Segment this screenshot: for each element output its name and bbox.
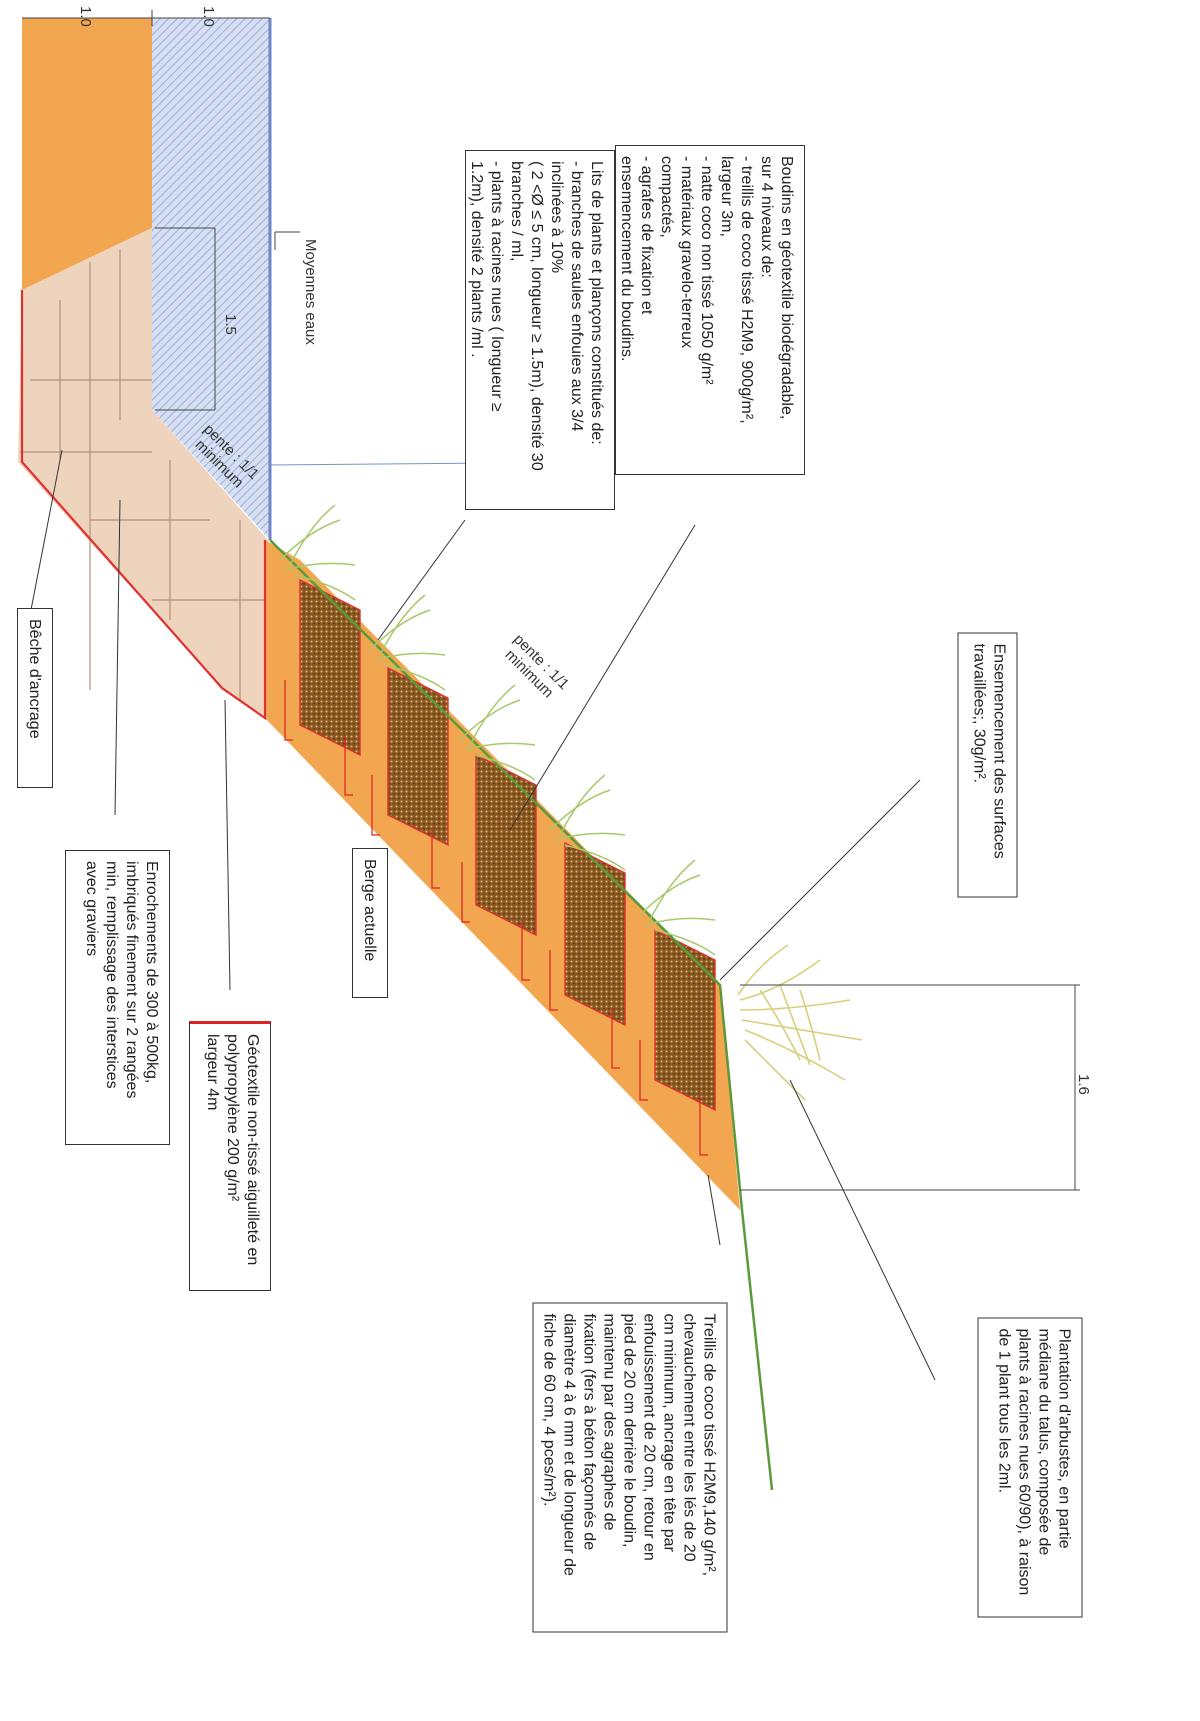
dimension-d1: 1.0 <box>77 6 94 27</box>
boudins-line: largeur 3m, <box>718 156 735 237</box>
dimension-d4: 1.6 <box>1075 1074 1092 1095</box>
geotextile-line-text: Géotextile non-tissé aiguilleté en <box>244 1034 261 1266</box>
enrochements-line: imbriqués finement sur 2 rangées <box>123 861 140 1099</box>
willow-shrubs <box>279 504 716 956</box>
grass-line <box>269 539 774 1491</box>
lits-line: - plants à racines nues ( longueur ≥ <box>488 161 505 412</box>
label-moyennes-eaux: Moyennes eaux <box>302 239 319 345</box>
enrochements-line: avec graviers <box>83 861 100 957</box>
treillis-line: enfouissement de 20 cm, retour en <box>640 1313 658 1561</box>
box-enrochements: Enrochements de 300 à 500kg, imbriqués f… <box>65 850 170 1145</box>
treillis-line: Treillis de coco tissé H2M9,140 g/m², <box>700 1313 718 1577</box>
geotextile-line-text: largeur 4m <box>204 1034 221 1111</box>
boudins-line: - agrafes de fixation et <box>638 156 655 315</box>
dimension-d3: 1.5 <box>222 314 239 335</box>
boudins-line: sur 4 niveaux de: <box>758 156 775 278</box>
fixation-stakes <box>284 680 708 1156</box>
lits-line: ( 2 <Ø ≤ 5 cm, longueur ≥ 1.5m), densité… <box>528 161 545 471</box>
geotextile-line <box>20 290 267 721</box>
plantation-line: plants à racines nues 60/90), à raison <box>1015 1328 1033 1596</box>
box-lits: Lits de plants et plançons constitués de… <box>465 150 615 510</box>
boudins-line: - natte coco non tissé 1050 g/m² <box>698 156 715 385</box>
lits-line: inclinées à 10% <box>548 161 565 274</box>
soil-upper-left <box>22 18 152 290</box>
ensemencement-line: Ensemencement des surfaces <box>990 643 1008 859</box>
box-berge: Berge actuelle <box>352 848 388 998</box>
boudins <box>299 578 716 1112</box>
beche-line: Bêche d'ancrage <box>26 619 43 739</box>
box-beche: Bêche d'ancrage <box>17 608 53 788</box>
plantation-line: de 1 plant tous les 2ml. <box>995 1328 1013 1494</box>
box-plantation: Plantation d'arbustes, en partie médiane… <box>977 1317 1083 1618</box>
treillis-line: pied de 20 cm derrière le boudin, <box>620 1313 638 1548</box>
enrochements-line: min, remplissage des interstices <box>103 861 120 1089</box>
treillis-line: chevauchement entre les lés de 20 <box>680 1313 698 1562</box>
box-treillis: Treillis de coco tissé H2M9,140 g/m², ch… <box>532 1302 728 1633</box>
lits-line: 1.2m), densité 2 plants /ml . <box>468 161 485 358</box>
boudins-line: compactés, <box>658 156 675 238</box>
ensemencement-line: travaillées;, 30g/m². <box>970 643 988 784</box>
box-ensemencement: Ensemencement des surfaces travaillées;,… <box>957 632 1018 898</box>
shrub-roots <box>737 944 863 1101</box>
treillis-line: diamètre 4 à 6 mm et de longueur de <box>560 1313 578 1576</box>
boudins-line: Boudins en géotextile biodégradable, <box>778 156 795 420</box>
boudins-line: - treillis de coco tissé H2M9, 900g/m², <box>738 156 755 424</box>
lits-line: - branches de saules enfouies aux 3/4 <box>568 161 585 432</box>
box-boudins: Boudins en géotextile biodégradable, sur… <box>615 145 805 475</box>
rock-enrochement <box>18 228 268 718</box>
treillis-line: fiche de 60 cm, 4 pces/m²). <box>540 1313 558 1507</box>
plantation-line: médiane du talus, composée de <box>1035 1328 1053 1556</box>
dimension-lines <box>22 10 1080 1191</box>
plantation-line: Plantation d'arbustes, en partie <box>1055 1328 1073 1549</box>
lits-line: Lits de plants et plançons constitués de… <box>588 161 605 445</box>
dimension-d2: 1.0 <box>200 6 217 27</box>
enrochements-line: Enrochements de 300 à 500kg, <box>143 861 160 1084</box>
boudins-line: ensemencement du boudins. <box>618 156 635 362</box>
boudins-line: - matériaux gravelo-terreux <box>678 156 695 349</box>
treillis-line: fixation (fers à béton façonnés de <box>580 1313 598 1551</box>
lits-line: branches / ml, <box>508 161 525 262</box>
geotextile-line-text: polypropylène 200 g/m² <box>224 1034 241 1202</box>
box-geotextile: Géotextile non-tissé aiguilleté en polyp… <box>189 1021 271 1291</box>
rock-joints <box>20 250 268 700</box>
treillis-line: maintenu par des agraphes de <box>600 1313 618 1531</box>
berge-line: Berge actuelle <box>361 859 378 962</box>
treillis-line: cm minimum, ancrage en tête par <box>660 1313 678 1552</box>
